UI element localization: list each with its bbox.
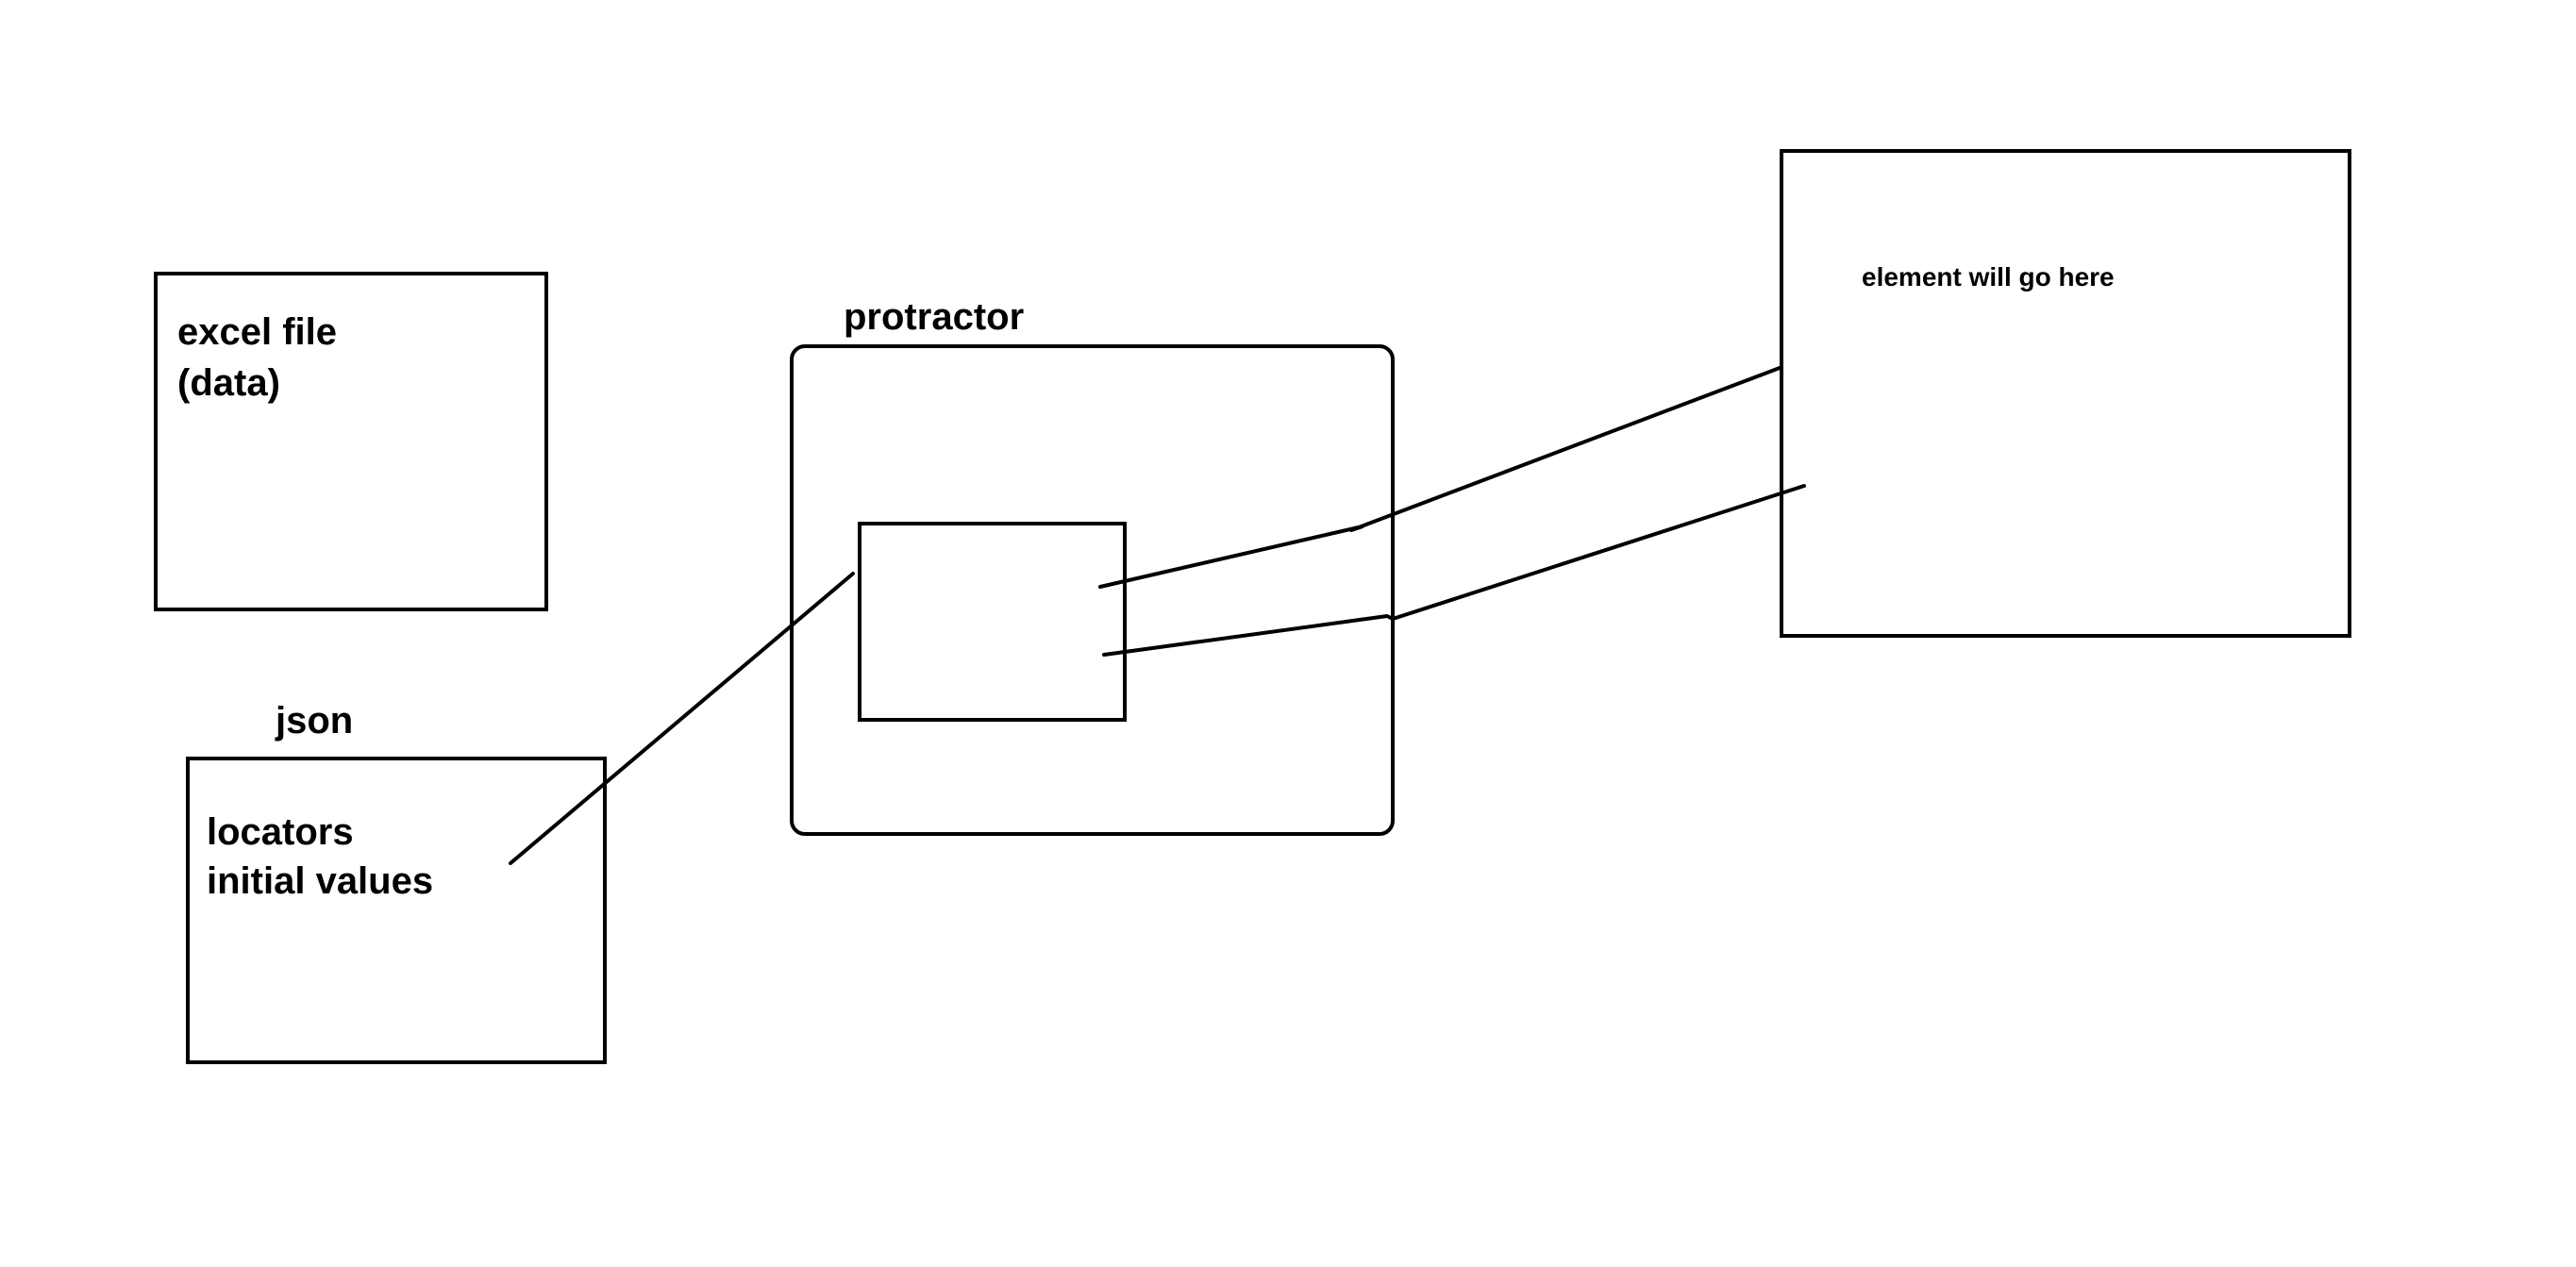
protractor-box [790,344,1395,836]
element-target-box [1780,149,2351,638]
json-title: json [276,700,354,742]
protractor-inner-box [858,522,1127,722]
json-initial-values-label: initial values [207,860,434,902]
json-box [186,757,607,1064]
excel-file-label: excel file [177,311,338,353]
json-to-protractor-line [509,572,855,865]
lower-connector-line [1102,484,1806,657]
upper-connector-line [1098,366,1781,589]
element-target-label: element will go here [1862,262,2115,292]
excel-data-label: (data) [177,362,280,404]
excel-file-box [154,272,548,611]
protractor-title: protractor [844,296,1025,338]
json-locators-label: locators [207,811,354,853]
